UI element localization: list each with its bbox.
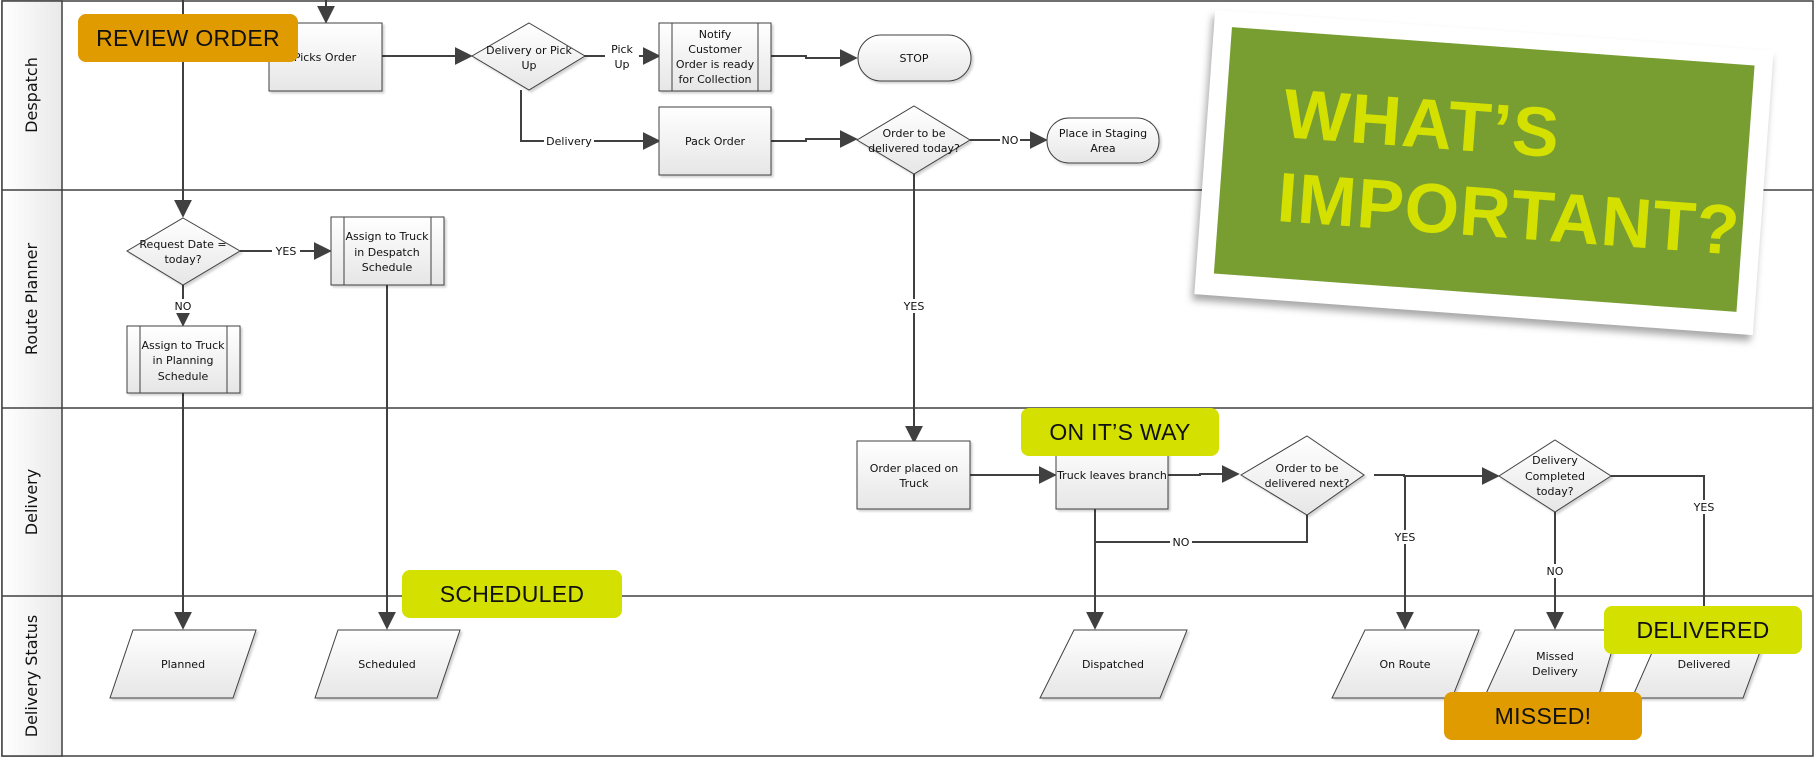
svg-text:Delivery: Delivery bbox=[1532, 454, 1578, 467]
svg-text:Dispatched: Dispatched bbox=[1082, 658, 1144, 671]
edge-labels: Pick Up Delivery NO YES YES NO NO YES NO… bbox=[172, 42, 1718, 578]
node-status-planned[interactable]: Planned bbox=[109, 629, 257, 699]
svg-text:Order to be: Order to be bbox=[1275, 462, 1338, 475]
svg-text:Notify: Notify bbox=[699, 28, 732, 41]
svg-text:Pack Order: Pack Order bbox=[685, 135, 746, 148]
node-request-date[interactable]: Request Date = today? bbox=[126, 217, 241, 286]
node-status-dispatched[interactable]: Dispatched bbox=[1039, 629, 1188, 699]
svg-text:Order to be: Order to be bbox=[882, 127, 945, 140]
svg-text:On Route: On Route bbox=[1379, 658, 1430, 671]
svg-text:Delivery: Delivery bbox=[1532, 665, 1578, 678]
node-assign-planning[interactable]: Assign to Truck in Planning Schedule bbox=[126, 325, 241, 394]
lane-header-column bbox=[1, 0, 63, 757]
edge-label-no-staging: NO bbox=[1002, 134, 1019, 147]
node-delivery-or-pickup[interactable]: Delivery or Pick Up bbox=[471, 22, 586, 91]
lane-label-delivery-status: Delivery Status bbox=[22, 615, 41, 737]
node-status-missed[interactable]: Missed Delivery bbox=[1483, 629, 1619, 699]
connector bbox=[771, 130, 858, 148]
svg-text:Delivery or Pick: Delivery or Pick bbox=[486, 44, 572, 57]
edge-label-pick-up-2: Up bbox=[614, 58, 629, 71]
svg-text:Up: Up bbox=[521, 59, 536, 72]
edge-label-pick-up: Pick bbox=[611, 43, 633, 56]
connector bbox=[771, 49, 858, 67]
node-staging-area[interactable]: Place in Staging Area bbox=[1046, 117, 1160, 164]
svg-text:delivered today?: delivered today? bbox=[868, 142, 960, 155]
edge-label-no-planning: NO bbox=[175, 300, 192, 313]
node-label: Picks Order bbox=[294, 51, 357, 64]
callout-delivered: DELIVERED bbox=[1604, 606, 1802, 654]
lane-label-despatch: Despatch bbox=[22, 57, 41, 133]
svg-text:Place in Staging: Place in Staging bbox=[1059, 127, 1147, 140]
svg-text:Truck: Truck bbox=[898, 477, 929, 490]
svg-text:for Collection: for Collection bbox=[678, 73, 751, 86]
edge-label-yes-today: YES bbox=[903, 300, 925, 313]
whats-important-poster: WHAT’S IMPORTANT? bbox=[1194, 9, 1774, 336]
connector bbox=[1611, 475, 1705, 628]
node-stop[interactable]: STOP bbox=[857, 34, 972, 82]
svg-text:delivered next?: delivered next? bbox=[1265, 477, 1350, 490]
svg-text:Request Date =: Request Date = bbox=[139, 238, 226, 251]
node-status-on-route[interactable]: On Route bbox=[1331, 629, 1480, 699]
svg-text:Order is ready: Order is ready bbox=[676, 58, 755, 71]
edge-label-yes-despatch: YES bbox=[275, 245, 297, 258]
node-deliver-next[interactable]: Order to be delivered next? bbox=[1240, 435, 1365, 516]
svg-text:Assign to Truck: Assign to Truck bbox=[345, 230, 429, 243]
svg-text:Order placed on: Order placed on bbox=[870, 462, 959, 475]
edge-label-delivery: Delivery bbox=[546, 135, 592, 148]
svg-text:Delivered: Delivered bbox=[1678, 658, 1731, 671]
connector bbox=[1374, 467, 1500, 485]
svg-text:in Planning: in Planning bbox=[153, 354, 214, 367]
svg-text:today?: today? bbox=[1536, 485, 1573, 498]
callout-missed: MISSED! bbox=[1444, 692, 1642, 740]
svg-text:in Despatch: in Despatch bbox=[354, 246, 420, 259]
connector bbox=[1167, 465, 1240, 483]
svg-text:Area: Area bbox=[1090, 142, 1115, 155]
edge-label-no-missed: NO bbox=[1547, 565, 1564, 578]
node-status-scheduled[interactable]: Scheduled bbox=[314, 629, 461, 699]
connector bbox=[1095, 515, 1308, 543]
node-delivery-completed[interactable]: Delivery Completed today? bbox=[1498, 439, 1612, 513]
lane-label-delivery: Delivery bbox=[22, 469, 41, 535]
edge-label-yes-delivered: YES bbox=[1693, 501, 1715, 514]
svg-text:Schedule: Schedule bbox=[158, 370, 209, 383]
connector bbox=[520, 90, 661, 150]
callout-review-order: REVIEW ORDER bbox=[78, 14, 298, 62]
node-order-on-truck[interactable]: Order placed on Truck bbox=[856, 440, 971, 510]
node-pack-order[interactable]: Pack Order bbox=[658, 106, 772, 176]
lane-label-route-planner: Route Planner bbox=[22, 243, 41, 356]
node-assign-despatch[interactable]: Assign to Truck in Despatch Schedule bbox=[330, 216, 445, 286]
svg-text:Truck leaves branch: Truck leaves branch bbox=[1056, 469, 1167, 482]
callout-scheduled: SCHEDULED bbox=[402, 570, 622, 618]
svg-text:STOP: STOP bbox=[900, 52, 929, 65]
nodes: Picks Order Delivery or Pick Up Notify C… bbox=[109, 22, 1769, 699]
svg-text:today?: today? bbox=[164, 253, 201, 266]
svg-text:Schedule: Schedule bbox=[362, 261, 413, 274]
node-deliver-today[interactable]: Order to be delivered today? bbox=[856, 105, 971, 175]
svg-text:Assign to Truck: Assign to Truck bbox=[141, 339, 225, 352]
svg-text:Completed: Completed bbox=[1525, 470, 1585, 483]
node-notify-customer[interactable]: Notify Customer Order is ready for Colle… bbox=[658, 22, 772, 92]
callout-on-its-way: ON IT’S WAY bbox=[1021, 408, 1219, 456]
svg-text:Planned: Planned bbox=[161, 658, 205, 671]
poster-panel: WHAT’S IMPORTANT? bbox=[1213, 27, 1755, 312]
svg-text:Missed: Missed bbox=[1536, 650, 1574, 663]
edge-label-no-next: NO bbox=[1173, 536, 1190, 549]
edge-label-yes-on-route: YES bbox=[1394, 531, 1416, 544]
svg-text:Customer: Customer bbox=[688, 43, 742, 56]
svg-text:Scheduled: Scheduled bbox=[358, 658, 416, 671]
